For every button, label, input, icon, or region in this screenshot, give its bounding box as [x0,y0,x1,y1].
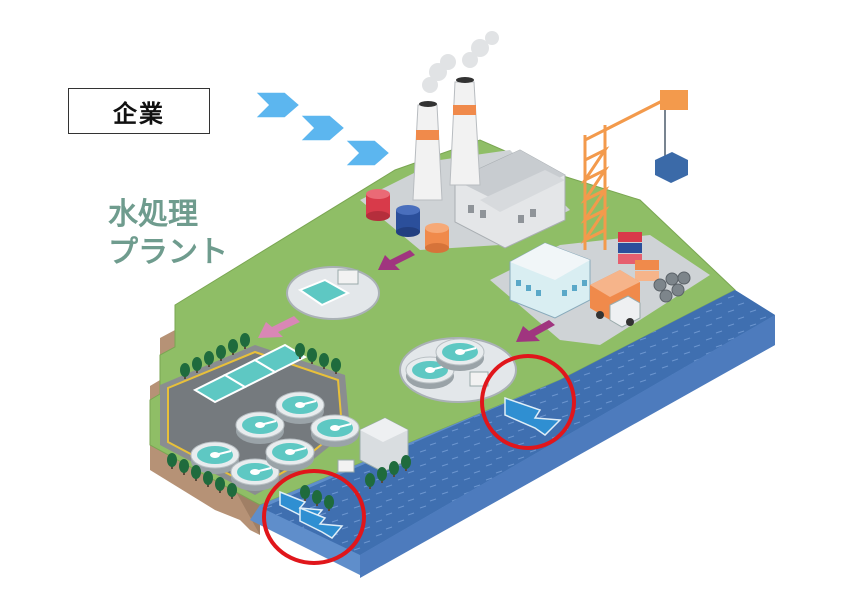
plant-title: 水処理 プラント [108,196,248,272]
company-label: 企業 [68,88,210,134]
highlight-circle-icon [262,469,366,565]
flow-arrow-icon [258,250,555,342]
factory [454,149,566,249]
plant-title-line2: プラント [108,235,228,270]
sedimentation-basin-2 [399,337,517,403]
treatment-plant [190,343,409,492]
crane-container [655,152,688,183]
container-stack-icon [618,232,659,281]
plant-title-line1: 水処理 [108,197,198,232]
highlight-circle-icon [480,354,576,450]
pipe-bundle-icon [653,271,691,303]
sedimentation-basin-1 [286,266,380,320]
flow-arrow-icon [253,91,392,167]
smokestack-icon [412,31,499,201]
truck-icon [590,270,641,328]
tank-icon [366,189,449,253]
crane-icon [580,90,688,250]
flow-arrow-icon [279,396,562,539]
river [250,290,775,578]
